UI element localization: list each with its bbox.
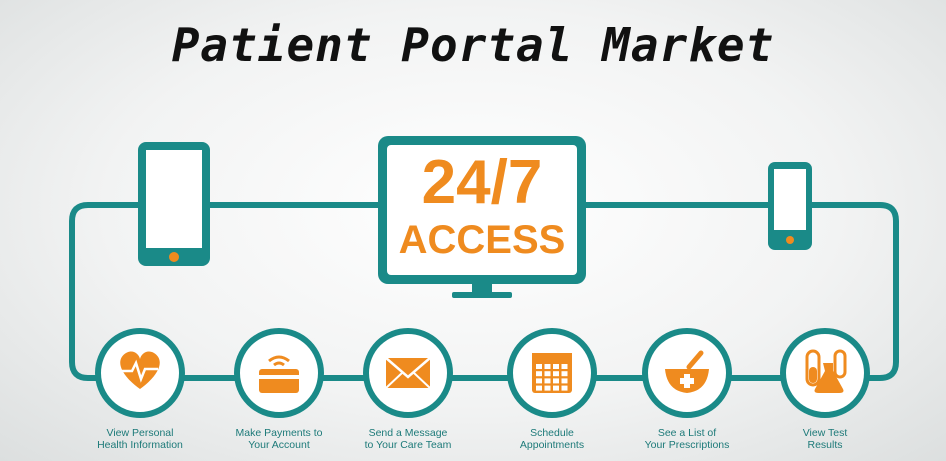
feature-circle-3 bbox=[363, 328, 453, 418]
feature-label-payments: Make Payments to Your Account bbox=[235, 427, 323, 451]
feature-circle-2 bbox=[234, 328, 324, 418]
connector-loop bbox=[69, 202, 899, 381]
feature-label-test-results: View Test Results bbox=[802, 427, 848, 451]
monitor-icon bbox=[378, 136, 586, 298]
feature-circle-5 bbox=[642, 328, 732, 418]
heart-pulse-icon bbox=[120, 351, 160, 389]
feature-label-schedule: Schedule Appointments bbox=[519, 427, 585, 451]
card-wireless-icon bbox=[259, 355, 299, 393]
feature-circle-6 bbox=[780, 328, 870, 418]
access-hours-text: 24/7 bbox=[421, 148, 543, 217]
access-text: ACCESS bbox=[398, 218, 566, 262]
test-tubes-icon bbox=[805, 349, 847, 393]
feature-circle-4 bbox=[507, 328, 597, 418]
calendar-icon bbox=[532, 353, 572, 393]
mortar-pestle-icon bbox=[665, 350, 709, 393]
tablet-icon bbox=[138, 142, 210, 266]
envelope-icon bbox=[385, 357, 431, 389]
feature-label-message: Send a Message to Your Care Team bbox=[364, 427, 452, 451]
page-title: Patient Portal Market bbox=[171, 18, 775, 72]
smartphone-icon bbox=[768, 162, 812, 250]
feature-label-health: View Personal Health Information bbox=[97, 427, 183, 451]
feature-circles bbox=[95, 328, 870, 418]
feature-label-prescriptions: See a List of Your Prescriptions bbox=[644, 427, 730, 451]
feature-circle-1 bbox=[95, 328, 185, 418]
